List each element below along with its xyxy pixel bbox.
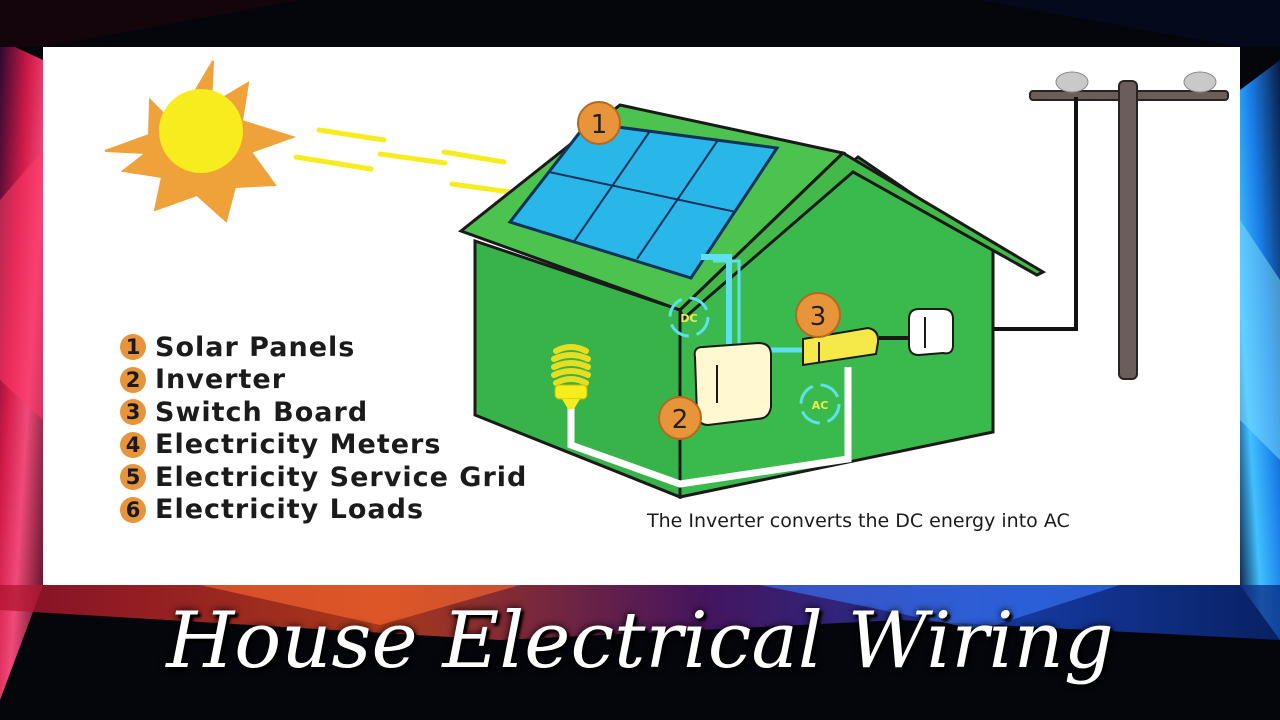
legend-label: Electricity Service Grid [155,461,528,493]
legend-label: Solar Panels [155,331,356,363]
legend-label: Electricity Loads [155,494,425,526]
callout-label: 3 [810,302,827,332]
legend-item: 6 Electricity Loads [120,494,527,527]
legend-number-badge: 2 [120,366,146,393]
ac-label: AC [812,399,829,412]
inverter-icon [693,341,772,427]
diagram-panel: DC AC 1 2 3 1 Solar Panels 2 Inverter [43,47,1240,585]
legend-label: Inverter [155,364,287,396]
legend-label: Electricity Meters [155,429,442,461]
diagram-caption: The Inverter converts the DC energy into… [647,510,1070,532]
legend-item: 1 Solar Panels [120,331,527,364]
dc-cycle-icon: DC [668,296,710,338]
ac-cycle-icon: AC [799,383,841,425]
light-bulb-icon [551,344,591,409]
page-title: House Electrical Wiring [166,596,1114,686]
legend-number-badge: 6 [120,496,146,523]
electricity-meter-icon [908,308,954,357]
legend-item: 5 Electricity Service Grid [120,461,527,494]
legend-number-badge: 5 [120,464,146,491]
solar-panel-icon [507,121,780,280]
callout-label: 2 [672,405,689,435]
legend-item: 2 Inverter [120,364,527,397]
legend-item: 4 Electricity Meters [120,429,527,462]
solar-house-diagram: DC AC 1 2 3 [104,60,1229,500]
sun-icon [104,60,297,223]
legend-number-badge: 1 [120,334,146,361]
legend-number-badge: 3 [120,399,146,426]
dc-label: DC [680,312,697,325]
callout-inverter: 2 [658,396,702,440]
legend-item: 3 Switch Board [120,396,527,429]
callout-switch-board: 3 [795,292,841,338]
legend-number-badge: 4 [120,431,146,458]
callout-solar-panels: 1 [577,101,621,145]
legend-label: Switch Board [155,396,369,428]
legend-list: 1 Solar Panels 2 Inverter 3 Switch Board… [120,331,527,526]
callout-label: 1 [591,110,608,140]
